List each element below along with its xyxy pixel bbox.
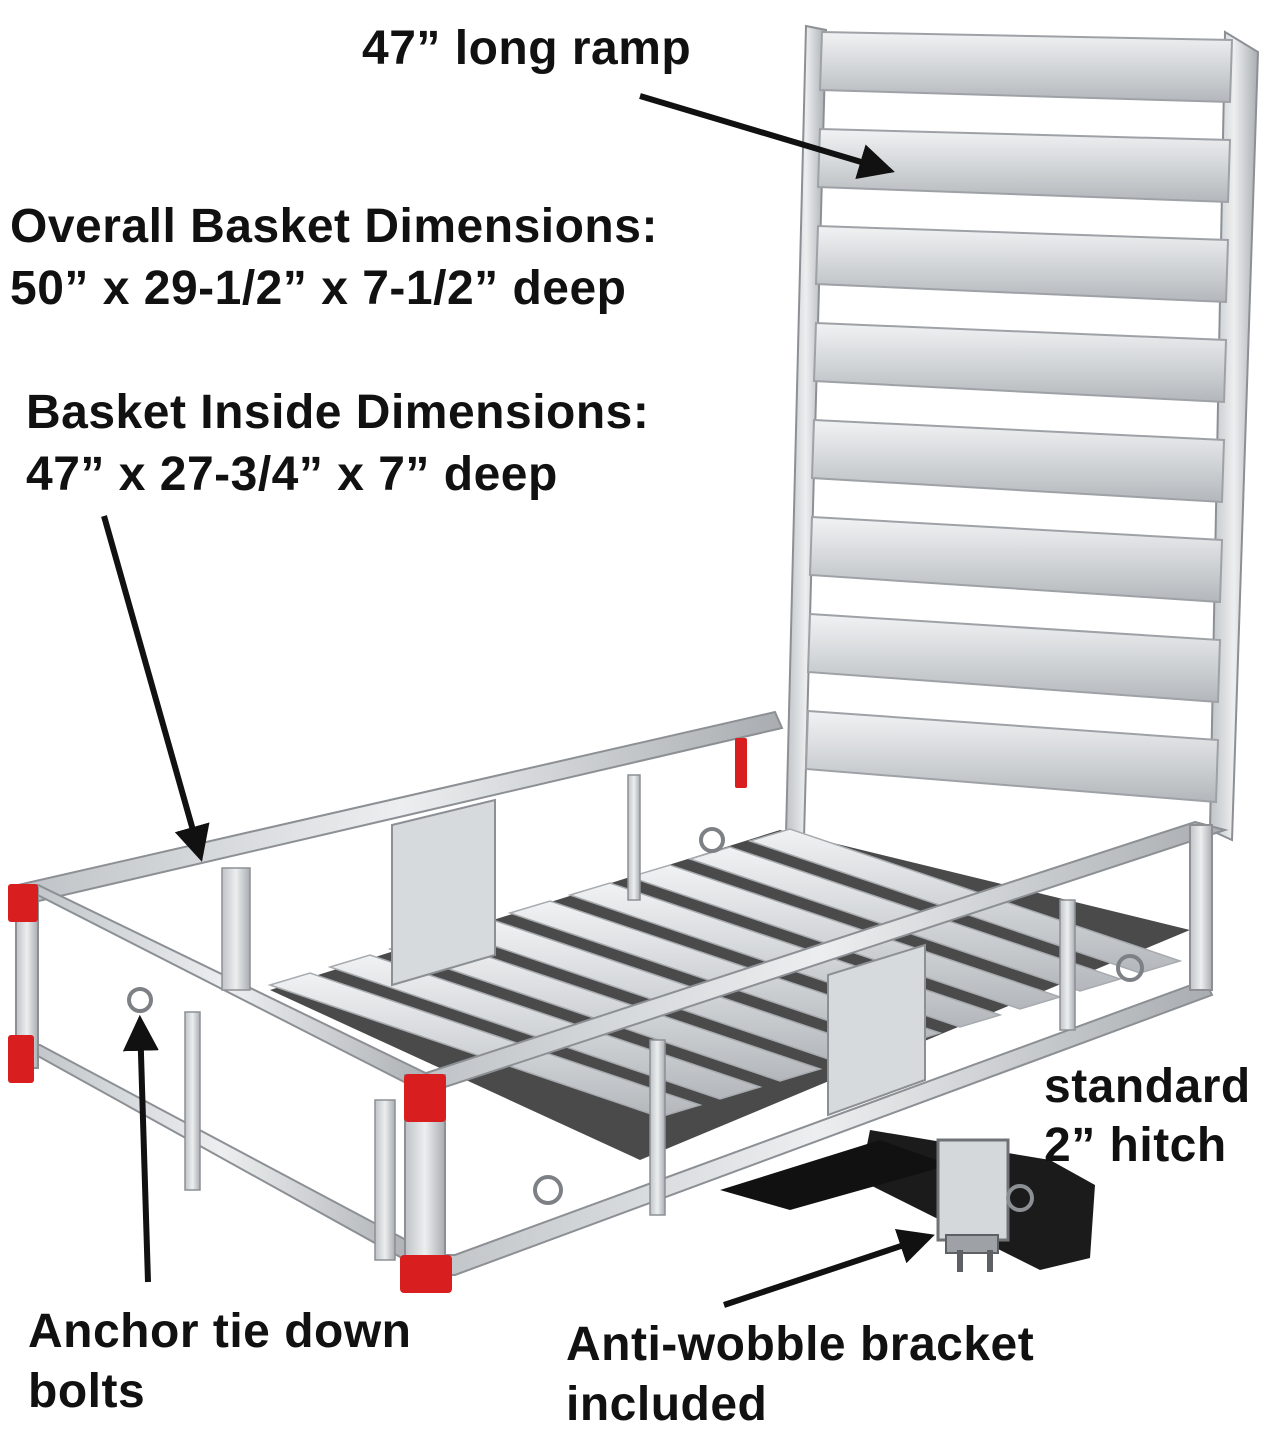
ramp-slat bbox=[804, 709, 1220, 804]
ramp-slat bbox=[810, 418, 1226, 504]
corner-cap-top-back-left bbox=[8, 884, 38, 922]
frame-upright bbox=[1059, 899, 1076, 1031]
corner-post-front-right bbox=[1189, 824, 1213, 991]
frame-uprights bbox=[184, 774, 1076, 1261]
hitch-label-line2: 2” hitch bbox=[1044, 1118, 1227, 1172]
center-plate-back bbox=[391, 798, 496, 987]
ramp bbox=[784, 24, 1260, 842]
floor-slat bbox=[267, 972, 703, 1118]
ramp-slat bbox=[816, 127, 1232, 204]
arrow-anti-wobble bbox=[723, 1229, 935, 1308]
arrow-ramp bbox=[639, 93, 895, 180]
anchor-ring-icon bbox=[699, 827, 725, 853]
corner-cap-bottom-back-left bbox=[8, 1035, 34, 1083]
arrow-anchor-bolts bbox=[122, 1014, 159, 1283]
bracket-body bbox=[936, 1138, 1010, 1242]
basket-frame bbox=[14, 710, 1229, 1276]
overall-dimensions-value: 50” x 29-1/2” x 7-1/2” deep bbox=[10, 262, 627, 316]
anchor-ring-icon bbox=[533, 1175, 563, 1205]
anti-wobble-line2: included bbox=[566, 1378, 768, 1431]
anchor-ring-icon bbox=[127, 987, 153, 1013]
ramp-slat bbox=[812, 321, 1228, 404]
hitch-label: standard 2” hitch bbox=[1044, 1058, 1251, 1175]
hitch-label-line1: standard bbox=[1044, 1060, 1251, 1113]
pointer-arrows bbox=[101, 93, 935, 1308]
arrow-inside-dimensions bbox=[101, 515, 210, 862]
corner-caps bbox=[8, 738, 747, 1293]
anti-wobble-label: Anti-wobble bracket included bbox=[566, 1315, 1034, 1435]
corner-cap-top-front-left bbox=[404, 1074, 446, 1122]
ramp-length-text: 47” long ramp bbox=[362, 22, 692, 75]
ramp-slats bbox=[804, 30, 1234, 804]
ramp-slat bbox=[808, 515, 1224, 604]
anchor-ring-icon bbox=[1116, 954, 1144, 982]
bracket-clamp bbox=[945, 1234, 999, 1254]
anchor-bolts-label: Anchor tie down bolts bbox=[28, 1302, 411, 1422]
anchor-bolts-line1: Anchor tie down bbox=[28, 1305, 412, 1358]
inside-dimensions-value: 47” x 27-3/4” x 7” deep bbox=[26, 448, 558, 502]
frame-upright bbox=[374, 1099, 396, 1261]
ramp-length-label: 47” long ramp bbox=[362, 22, 691, 76]
corner-cap-bottom-front-left bbox=[400, 1255, 452, 1293]
anti-wobble-line1: Anti-wobble bracket bbox=[566, 1318, 1035, 1371]
frame-upright bbox=[627, 774, 641, 901]
frame-upright bbox=[649, 1039, 666, 1216]
hitch-pin-ring bbox=[1006, 1184, 1034, 1212]
overall-dimensions-title: Overall Basket Dimensions: bbox=[10, 200, 658, 253]
anchor-bolts-line2: bolts bbox=[28, 1365, 146, 1418]
overall-dimensions-label: Overall Basket Dimensions: 50” x 29-1/2”… bbox=[10, 196, 658, 321]
inside-dimensions-label: Basket Inside Dimensions: 47” x 27-3/4” … bbox=[26, 382, 649, 507]
frame-upright bbox=[184, 1011, 201, 1191]
anti-wobble-bracket bbox=[936, 1138, 1034, 1272]
center-plate-front bbox=[827, 943, 926, 1117]
inside-dimensions-title: Basket Inside Dimensions: bbox=[26, 386, 650, 439]
ramp-slat bbox=[814, 224, 1230, 304]
ramp-slat bbox=[806, 612, 1222, 704]
left-bottom-rail bbox=[14, 1044, 427, 1270]
frame-upright bbox=[221, 867, 251, 991]
corner-cap-back-right bbox=[735, 738, 747, 788]
anchor-rings bbox=[127, 827, 1144, 1205]
hitch-plate bbox=[720, 1140, 950, 1210]
ramp-slat bbox=[818, 30, 1234, 104]
